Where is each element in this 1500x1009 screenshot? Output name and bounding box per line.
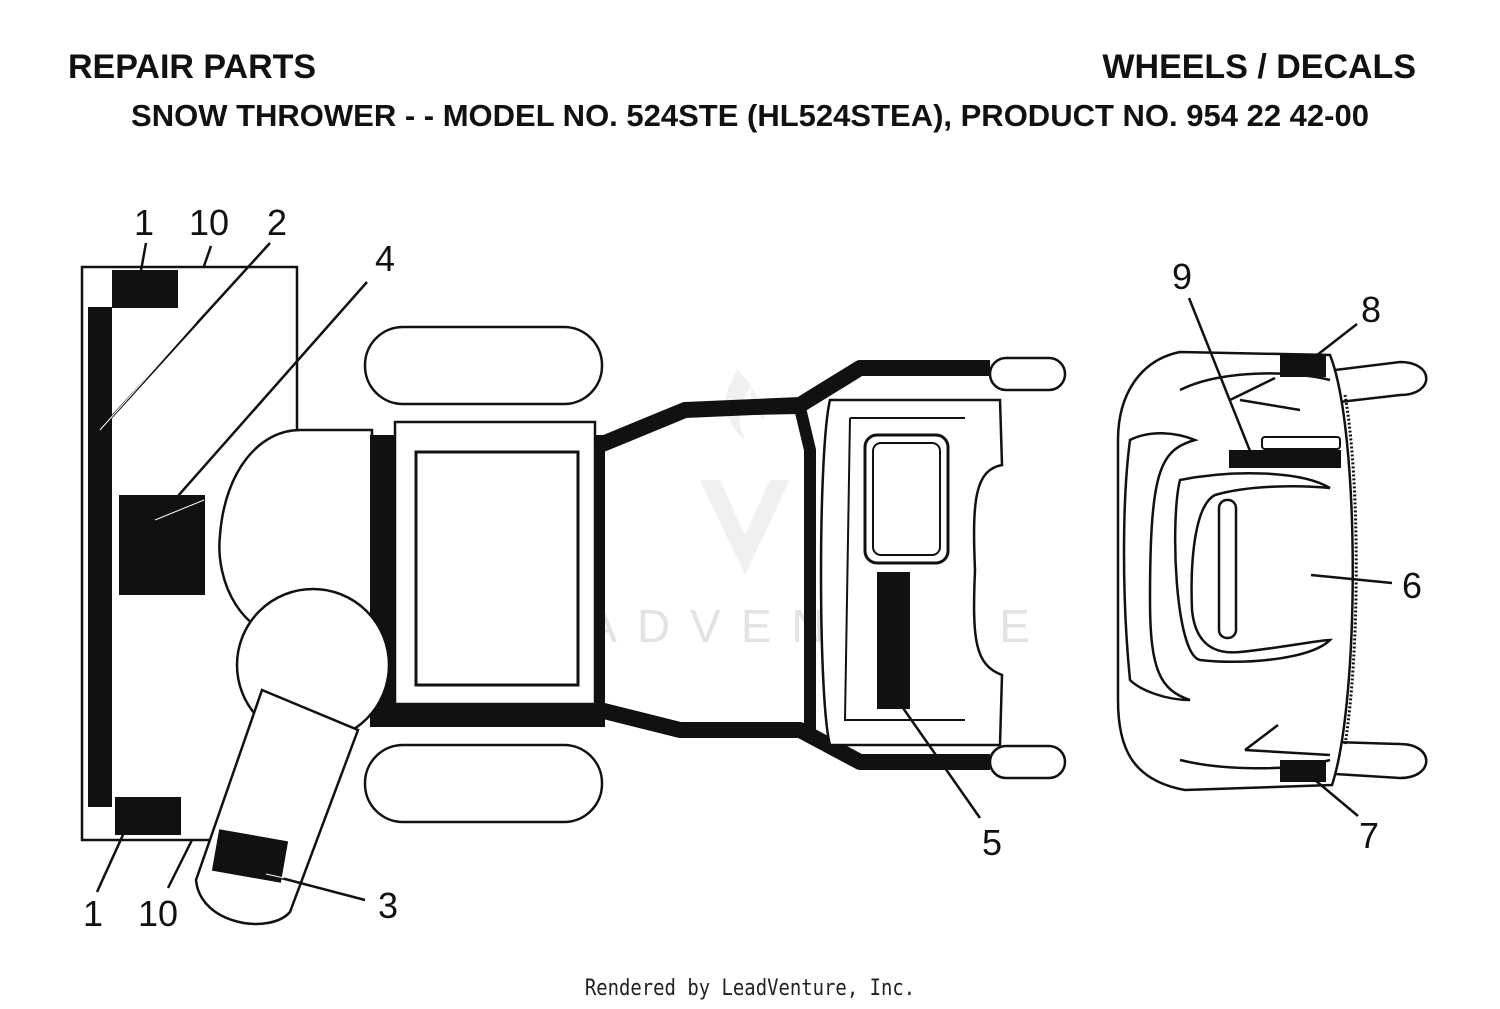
header-subtitle: SNOW THROWER - - MODEL NO. 524STE (HL524…	[131, 98, 1369, 133]
decal-1-top	[112, 270, 178, 308]
leader-9	[1187, 297, 1254, 457]
leader-10-top	[202, 245, 213, 267]
control-window-inner	[872, 442, 941, 556]
rear-body-trim	[1343, 394, 1358, 746]
leader-10-bottom	[166, 839, 194, 889]
footer-credit: Rendered by LeadVenture, Inc.	[584, 976, 916, 1001]
decal-4	[119, 495, 205, 595]
wheel-bottom	[363, 743, 604, 824]
rear-cowl	[1173, 472, 1334, 664]
callout-4: 4	[375, 238, 395, 279]
callout-3: 3	[378, 885, 398, 926]
leader-1-top	[138, 242, 148, 277]
grip-top	[988, 356, 1067, 392]
leader-8	[1302, 323, 1358, 367]
leader-1-bottom	[95, 814, 134, 893]
leader-5	[894, 697, 982, 819]
handle-frame-mid	[689, 401, 816, 730]
leader-4	[154, 281, 368, 523]
rear-inner-outline	[1122, 432, 1199, 702]
decal-9-window	[1261, 436, 1341, 450]
rear-upper-lip	[1179, 372, 1331, 412]
callout-8: 8	[1361, 289, 1381, 330]
leader-6	[1310, 573, 1393, 585]
handle-frame-bottom	[598, 702, 990, 770]
decal-3	[211, 829, 289, 883]
callout-2: 2	[267, 202, 287, 243]
header-title-right: WHEELS / DECALS	[1102, 48, 1416, 86]
callout-1-bottom: 1	[83, 893, 103, 934]
callout-6: 6	[1402, 565, 1422, 606]
leader-lines	[95, 242, 1393, 902]
rear-slot	[1217, 498, 1238, 640]
callout-5: 5	[982, 822, 1002, 863]
decal-5	[877, 572, 910, 709]
leader-7	[1302, 769, 1359, 817]
grip-bottom	[988, 744, 1067, 780]
control-panel-inner	[843, 417, 965, 721]
callout-10-top: 10	[189, 202, 229, 243]
leader-3	[265, 872, 366, 902]
callout-9: 9	[1172, 256, 1192, 297]
callout-10-bottom: 10	[138, 893, 178, 934]
decal-2-strip	[88, 307, 112, 807]
watermark-logo	[700, 370, 790, 575]
decal-9	[1229, 450, 1341, 468]
engine-block-inner	[414, 450, 580, 687]
callout-1-top: 1	[134, 202, 154, 243]
leader-highlights	[99, 321, 285, 879]
wheel-top	[363, 325, 604, 406]
callout-7: 7	[1359, 815, 1379, 856]
header-title-left: REPAIR PARTS	[68, 48, 317, 86]
